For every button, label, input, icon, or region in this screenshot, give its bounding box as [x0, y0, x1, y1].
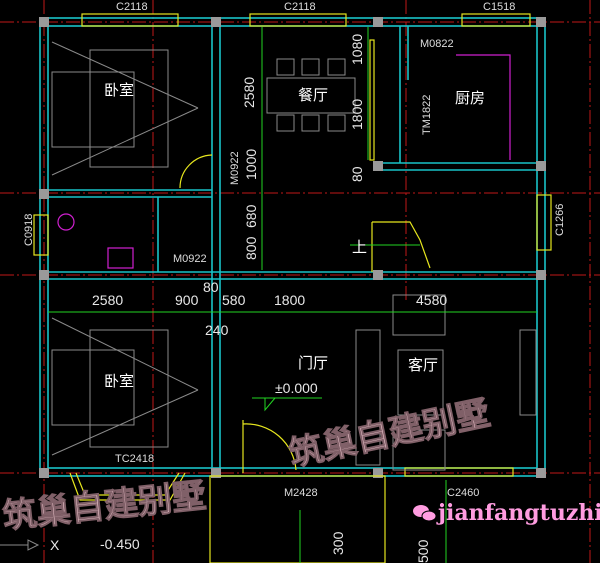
- wechat-id: jianfangtuzhi: [436, 500, 600, 526]
- room-kitchen: 厨房: [455, 89, 485, 107]
- window-label-top-right: C1518: [483, 1, 515, 13]
- dim-900: 900: [175, 292, 199, 308]
- dim-500: 500: [415, 539, 431, 563]
- elevation-outside: -0.450: [100, 536, 140, 552]
- door-label-bath: M0922: [229, 151, 241, 185]
- room-dining: 餐厅: [298, 86, 328, 104]
- wechat-icon: [413, 505, 437, 522]
- elevation-main: ±0.000: [275, 380, 318, 396]
- window-label-top-mid: C2118: [284, 1, 316, 13]
- dim-2580-vertical: 2580: [241, 77, 257, 108]
- furniture: [51, 41, 537, 471]
- window-label-left: C0918: [23, 214, 35, 246]
- axis-marker: X: [50, 537, 60, 553]
- door-label-kitchen-slide: TM1822: [421, 95, 433, 135]
- room-bedroom-top: 卧室: [104, 81, 134, 99]
- axis-arrow: [0, 539, 40, 551]
- watermark-top: 筑巢自建别墅: [1, 476, 208, 537]
- window-label-living: C2460: [447, 487, 479, 499]
- dim-4580: 4580: [416, 292, 447, 308]
- door-label-bedroom: M0922: [173, 253, 207, 265]
- dim-1080: 1080: [349, 34, 365, 65]
- dim-1800: 1800: [274, 292, 305, 308]
- columns: [39, 17, 546, 478]
- dim-580: 580: [222, 292, 246, 308]
- stair-up-label: 上: [352, 238, 367, 256]
- door-label-kitchen: M0822: [420, 38, 454, 50]
- dim-1000: 1000: [243, 149, 259, 180]
- fixtures: [57, 54, 511, 269]
- dim-800: 800: [243, 236, 259, 260]
- window-label-top-left: C2118: [116, 1, 148, 13]
- dim-240: 240: [205, 322, 229, 338]
- dim-2580: 2580: [92, 292, 123, 308]
- dimension-lines: [48, 27, 537, 563]
- room-living: 客厅: [408, 356, 438, 374]
- watermark-bottom: 筑巢自建别墅: [286, 393, 494, 475]
- window-label-right: C1266: [554, 204, 566, 236]
- door-label-main: M2428: [284, 487, 318, 499]
- windows: [33, 13, 552, 563]
- room-bedroom-bottom: 卧室: [104, 372, 134, 390]
- room-foyer: 门厅: [298, 354, 328, 372]
- window-label-bay: TC2418: [115, 453, 154, 465]
- dim-680: 680: [243, 204, 259, 228]
- dim-80-vertical: 80: [349, 166, 365, 182]
- dim-1800-vertical: 1800: [349, 99, 365, 130]
- dim-80: 80: [203, 279, 219, 295]
- dim-300: 300: [330, 531, 346, 555]
- elevation-marker: [252, 397, 322, 412]
